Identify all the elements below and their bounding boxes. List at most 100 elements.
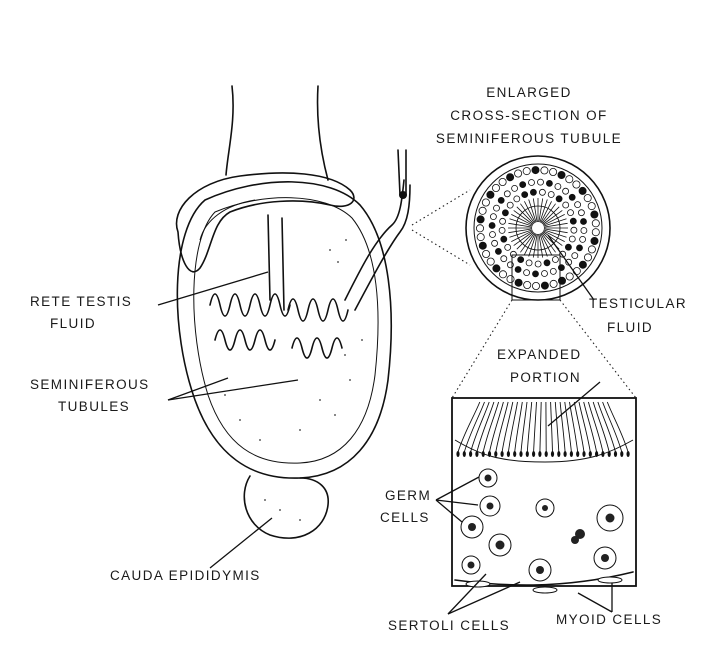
sperm-head (564, 451, 567, 457)
leader-myoid-a (578, 593, 612, 612)
cross-section-cell (483, 250, 490, 257)
label-rete-testis-2: FLUID (50, 316, 96, 331)
sperm-head (576, 451, 579, 457)
cross-section-cell (573, 181, 580, 188)
cross-section-cell (572, 253, 578, 259)
label-myoid-cells: MYOID CELLS (556, 612, 662, 627)
cross-section-cell (523, 168, 530, 175)
cross-section-cell (530, 189, 536, 195)
cross-section-cell (541, 167, 548, 174)
cross-section-cell (556, 196, 562, 202)
cross-section-cell (588, 246, 595, 253)
cross-section-cell (498, 197, 504, 203)
cross-section-cell (510, 251, 516, 257)
cross-section-cell (579, 261, 586, 268)
cross-section-cell (494, 205, 500, 211)
cross-section-cell (520, 182, 526, 188)
cross-section-cell (532, 282, 539, 289)
cross-section-cell (522, 192, 528, 198)
label-expanded-portion-2: PORTION (510, 370, 581, 385)
sperm-head (589, 451, 592, 457)
sperm-head (519, 451, 522, 457)
cross-section-cell (501, 236, 507, 242)
cross-section-cell (507, 174, 514, 181)
label-enlarged-3: SEMINIFEROUS TUBULE (436, 131, 622, 146)
cross-section-cell (566, 273, 573, 280)
cross-section-cell (592, 220, 599, 227)
cross-section-cell (492, 240, 498, 246)
cross-section-cell (575, 202, 581, 208)
cross-section-cell (558, 277, 565, 284)
cross-section-cell (581, 219, 587, 225)
cross-section-cell (546, 180, 552, 186)
vas-deferens-knot (399, 191, 407, 199)
cross-section-cell (504, 191, 510, 197)
leader-seminiferous-a (168, 378, 228, 400)
cross-section-cell (526, 260, 532, 266)
cross-section-cell (558, 265, 564, 271)
sperm-head (620, 451, 623, 457)
cauda-epididymis-shape (244, 476, 328, 538)
cross-section-cell (566, 176, 573, 183)
sperm-head (494, 451, 497, 457)
sperm-head (463, 451, 466, 457)
cross-section-cell (541, 282, 548, 289)
cross-section-cell (592, 229, 599, 236)
leader-cauda (210, 518, 272, 568)
cross-section-cell (558, 171, 565, 178)
cross-section-cell (532, 167, 539, 174)
sperm-head (526, 451, 529, 457)
cross-section-cell (514, 196, 520, 202)
cross-section-cell (563, 188, 569, 194)
sperm-head (570, 451, 573, 457)
sperm-head (582, 451, 585, 457)
cross-section-cell (550, 168, 557, 175)
cross-section-cell (505, 244, 511, 250)
cross-section-cell (588, 203, 595, 210)
sperm-head (469, 451, 472, 457)
cross-section-cell (487, 191, 494, 198)
cross-section-cell (492, 184, 499, 191)
cross-section-cell (476, 225, 483, 232)
label-germ-cells-1: GERM (385, 488, 431, 503)
cross-section-cell (477, 234, 484, 241)
cross-section-cell (524, 270, 530, 276)
cross-section-cell (490, 232, 496, 238)
cross-section-cell (515, 170, 522, 177)
cross-section-cell (502, 210, 508, 216)
label-testicular-fluid-2: FLUID (607, 320, 653, 335)
rete-testis (268, 215, 284, 310)
cross-section-cell (499, 271, 506, 278)
cross-section-cell (487, 258, 494, 265)
cross-section-cell (542, 271, 548, 277)
cross-section-cell (539, 189, 545, 195)
sperm-head (456, 451, 459, 457)
cross-section-cell (591, 237, 598, 244)
label-cauda-epididymis: CAUDA EPIDIDYMIS (110, 568, 261, 583)
cross-section-cell (584, 195, 591, 202)
cross-section-cell (500, 218, 506, 224)
magnified-view (452, 398, 636, 593)
cross-section-cell (544, 260, 550, 266)
cross-section-cell (533, 271, 539, 277)
sperm-head (557, 451, 560, 457)
cross-section-cell (538, 179, 544, 185)
connector-dotted-bottom (412, 230, 470, 265)
sperm-head (545, 451, 548, 457)
label-expanded-portion-1: EXPANDED (497, 347, 581, 362)
leader-testicular-fluid (548, 235, 594, 300)
cross-section-cell (569, 236, 575, 242)
cross-section-cell (555, 184, 561, 190)
epididymis-head (177, 173, 354, 272)
label-sertoli-cells: SERTOLI CELLS (388, 618, 510, 633)
cross-section-cell (550, 280, 557, 287)
cross-section-cell (479, 242, 486, 249)
cross-section-cell (577, 245, 583, 251)
cross-section-cell (591, 211, 598, 218)
testis-illustration (177, 86, 410, 538)
cross-section-cell (482, 199, 489, 206)
cross-section-cell (535, 261, 541, 267)
cross-section-cell (489, 223, 495, 229)
leader-seminiferous-b (168, 380, 298, 400)
